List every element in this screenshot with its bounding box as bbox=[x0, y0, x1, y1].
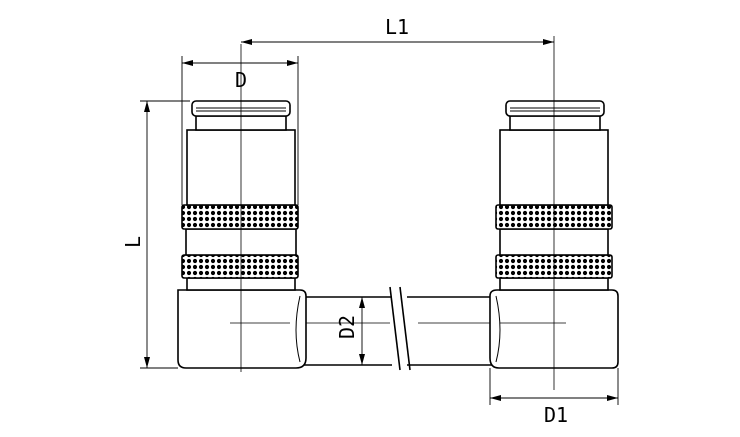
dimension-d: D bbox=[181, 56, 299, 205]
dimension-label-l: L bbox=[121, 236, 145, 248]
cable-break-mark bbox=[389, 286, 411, 371]
dimension-label-d: D bbox=[235, 68, 247, 92]
dimension-l: L bbox=[121, 100, 190, 369]
left-lower-knurl-ring bbox=[181, 254, 299, 279]
left-elbow-body bbox=[177, 289, 307, 369]
dimension-label-d2: D2 bbox=[335, 315, 359, 339]
cable bbox=[290, 286, 505, 371]
dimension-d2: D2 bbox=[335, 297, 365, 365]
dimension-label-d1: D1 bbox=[544, 403, 568, 427]
dimension-l1: L1 bbox=[241, 15, 554, 45]
right-connector bbox=[489, 36, 619, 390]
left-upper-knurl-ring bbox=[181, 204, 299, 230]
dimension-d1: D1 bbox=[489, 368, 619, 427]
dimension-label-l1: L1 bbox=[385, 15, 409, 39]
left-connector bbox=[177, 44, 307, 372]
